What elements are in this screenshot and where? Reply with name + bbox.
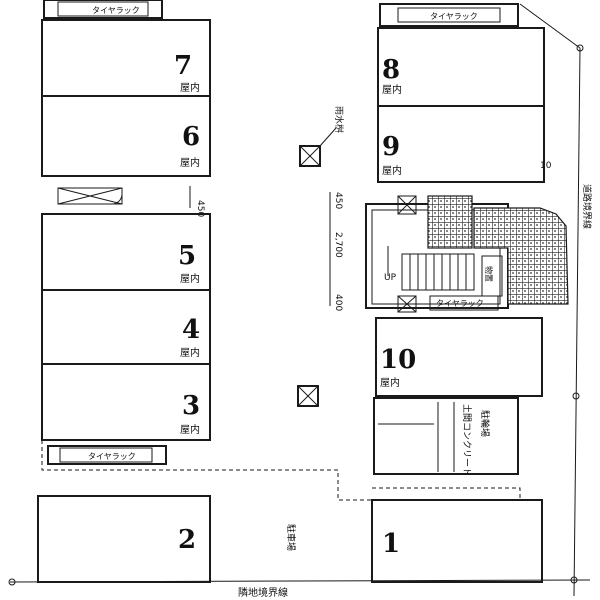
- dim-450-core: 450: [333, 192, 343, 209]
- space-3: 3 屋内: [180, 391, 200, 436]
- road-boundary-label: 道路境界線: [581, 184, 593, 229]
- space-10-indoor: 屋内: [380, 376, 400, 389]
- space-8-number: 8: [382, 55, 400, 85]
- dim-450-left: 450: [195, 200, 205, 217]
- right-upper-block: [377, 27, 545, 183]
- bike-parking-area: 駐輪場 土間コンクリート: [373, 397, 519, 476]
- space-7-indoor: 屋内: [180, 81, 200, 94]
- space-1: 1: [371, 499, 543, 583]
- space-9-number: 9: [382, 132, 400, 162]
- tire-rack-bottom-left: タイヤラック: [47, 445, 167, 465]
- neighbor-boundary-label: 隣地境界線: [238, 586, 288, 599]
- space-4: 4 屋内: [180, 315, 200, 359]
- space-6: 6 屋内: [180, 122, 200, 169]
- space-3-indoor: 屋内: [180, 423, 200, 436]
- tire-rack-top-right: タイヤラック: [379, 3, 519, 27]
- space-8: 8 屋内: [382, 55, 402, 96]
- space-6-indoor: 屋内: [180, 156, 200, 169]
- space-2: 2: [37, 495, 211, 583]
- space-2-number: 2: [178, 525, 196, 555]
- space-9-indoor: 屋内: [382, 164, 402, 177]
- tire-rack-label-lower: タイヤラック: [88, 452, 136, 461]
- dim-400: 400: [333, 294, 343, 311]
- left-lower-block: [41, 213, 211, 441]
- space-3-number: 3: [182, 391, 200, 421]
- space-7-number: 7: [174, 51, 192, 81]
- space-5: 5 屋内: [178, 241, 200, 285]
- space-5-indoor: 屋内: [180, 272, 200, 285]
- tire-rack-label-right: タイヤラック: [430, 12, 478, 21]
- bike-parking-label: 駐輪場: [479, 410, 491, 437]
- storage-label: 物置: [484, 266, 494, 282]
- space-8-indoor: 屋内: [382, 83, 402, 96]
- space-4-number: 4: [182, 315, 200, 345]
- space-1-number: 1: [382, 529, 400, 559]
- space-9: 9 屋内: [382, 132, 402, 177]
- space-10: 10 屋内: [375, 317, 543, 397]
- tire-rack-top-left: タイヤラック: [43, 0, 163, 19]
- drain-lower: [297, 385, 319, 407]
- gap-doorway: 450: [57, 186, 205, 217]
- space-6-number: 6: [182, 122, 200, 152]
- space-4-indoor: 屋内: [180, 346, 200, 359]
- concrete-label: 土間コンクリート: [461, 404, 473, 476]
- left-upper-block: [41, 19, 211, 177]
- parking-area-label: 駐車場: [285, 524, 297, 551]
- stairs: UP: [384, 246, 475, 291]
- space-10-number: 10: [380, 345, 416, 375]
- entrance-hatched-area: [473, 207, 569, 305]
- stairs-up-label: UP: [384, 273, 397, 283]
- dim-2700: 2,700: [333, 232, 343, 258]
- tire-rack-label: タイヤラック: [92, 6, 140, 15]
- drain-upper: 雨水桝: [299, 106, 345, 167]
- space-7: 7 屋内: [174, 51, 200, 94]
- tire-rack-label-core: タイヤラック: [436, 299, 484, 308]
- space-5-number: 5: [178, 241, 196, 271]
- drain-label: 雨水桝: [333, 106, 345, 133]
- road-boundary: 道路境界線: [519, 3, 593, 597]
- dim-10: 10: [540, 161, 552, 171]
- neighbor-boundary: 隣地境界線: [8, 576, 591, 599]
